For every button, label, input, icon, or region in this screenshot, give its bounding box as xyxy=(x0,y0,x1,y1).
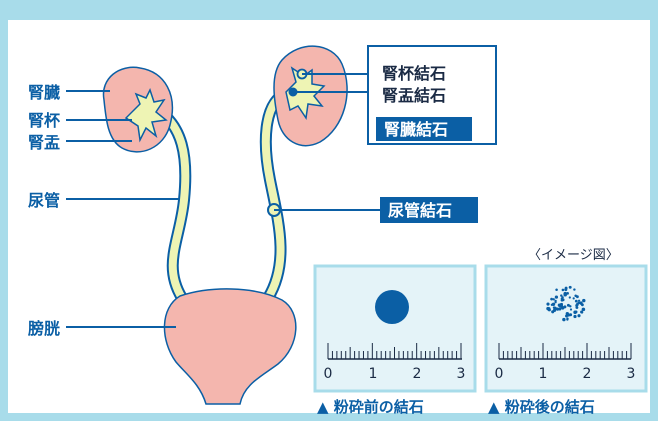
label-ureter-stone: 尿管結石 xyxy=(388,201,452,220)
stone-fragment xyxy=(566,318,569,321)
stone-fragment xyxy=(580,311,584,314)
stone-fragment xyxy=(558,307,562,311)
stone-fragment xyxy=(554,301,557,304)
right-leader-lines xyxy=(274,73,380,211)
ruler-after-label-3: 3 xyxy=(627,366,636,382)
stone-fragment xyxy=(581,307,586,312)
stone-fragment xyxy=(564,286,568,290)
stone-fragment xyxy=(560,298,564,302)
stone-fragment xyxy=(561,296,564,299)
stone-fragment xyxy=(580,301,583,305)
stone-fragment xyxy=(552,298,555,301)
stone-fragment xyxy=(565,312,569,316)
ruler-after-ticks xyxy=(498,343,632,359)
stone-fragment xyxy=(563,291,567,296)
stone-fragment xyxy=(573,314,577,319)
label-ureter: 尿管 xyxy=(28,191,60,210)
stone-fragment xyxy=(574,310,578,314)
ruler-after-label-0: 0 xyxy=(495,366,504,382)
ureter-stone-tag xyxy=(380,197,478,223)
intact-stone xyxy=(375,290,409,324)
stone-fragment xyxy=(569,305,572,308)
stone-fragment xyxy=(577,299,581,302)
stone-fragment xyxy=(555,307,560,311)
bladder xyxy=(163,288,297,405)
ruler-before-label-0: 0 xyxy=(324,366,333,382)
stone-fragment xyxy=(552,308,557,312)
stone-fragment xyxy=(574,299,578,303)
label-bladder: 膀胱 xyxy=(28,319,60,338)
image-note: 〈イメージ図〉 xyxy=(528,248,619,263)
label-pelvis-stone: 腎盂結石 xyxy=(382,86,446,105)
stone-fragment xyxy=(563,305,567,309)
caption-before: ▲ 粉砕前の結石 xyxy=(317,398,424,416)
stone-fragment xyxy=(582,298,586,303)
ruler-after-label-1: 1 xyxy=(539,366,548,382)
left-renal-pelvis xyxy=(124,88,168,143)
stone-fragment xyxy=(568,285,572,289)
ruler-before-label-2: 2 xyxy=(413,366,422,382)
stone-fragment xyxy=(559,304,563,308)
label-pelvis: 腎盂 xyxy=(28,133,60,152)
left-ureter xyxy=(144,100,192,304)
stone-fragment xyxy=(575,302,579,307)
ruler-before-label-3: 3 xyxy=(457,366,466,382)
stone-fragment xyxy=(555,288,558,292)
stone-fragment xyxy=(547,308,551,312)
ruler-before-label-1: 1 xyxy=(369,366,378,382)
stone-fragment xyxy=(561,288,565,292)
label-calyx-stone: 腎杯結石 xyxy=(382,64,446,83)
label-kidney-stone: 腎臓結石 xyxy=(384,120,448,139)
stone-fragment xyxy=(566,292,569,295)
fragmented-stones xyxy=(546,285,586,322)
stone-fragment xyxy=(562,317,566,322)
stone-fragment xyxy=(577,314,581,318)
label-kidney: 腎臓 xyxy=(28,83,60,102)
label-calyx: 腎杯 xyxy=(28,111,61,130)
stone-fragment xyxy=(569,308,573,311)
stone-fragment xyxy=(560,294,563,297)
ruler-after-label-2: 2 xyxy=(583,366,592,382)
left-leader-lines xyxy=(66,90,180,328)
stone-fragment xyxy=(575,306,579,309)
stone-fragment xyxy=(550,297,553,301)
stone-fragment xyxy=(554,295,559,299)
caption-after: ▲ 粉砕後の結石 xyxy=(488,398,595,416)
right-ureter xyxy=(259,86,296,304)
panel-after: 0 1 2 3 xyxy=(484,264,648,393)
stone-fragment xyxy=(551,302,556,306)
panel-before: 0 1 2 3 xyxy=(313,264,477,393)
stone-fragment xyxy=(576,295,579,299)
kidney-stone-tag xyxy=(376,117,472,141)
stone-fragment xyxy=(573,288,576,291)
stone-fragment xyxy=(546,302,550,306)
stone-fragment xyxy=(572,297,575,300)
stone-fragment xyxy=(568,296,571,299)
ruler-before-ticks xyxy=(327,343,462,359)
